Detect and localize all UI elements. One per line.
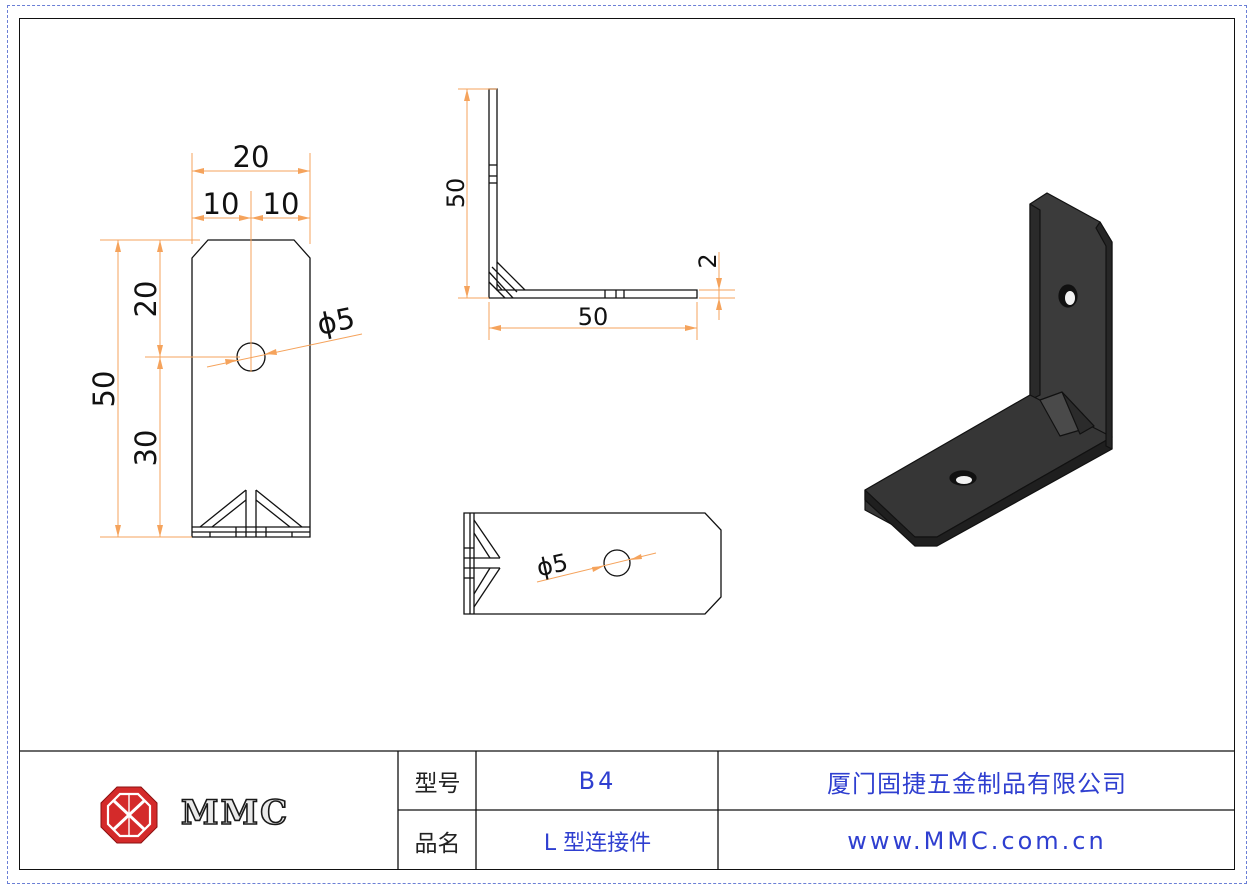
bottom-dimension-arrows <box>592 554 642 572</box>
dim-front-height: 50 <box>87 371 121 408</box>
front-dimension-arrows <box>115 168 310 537</box>
front-view: 20 10 10 50 20 30 ϕ5 <box>87 140 363 538</box>
dim-front-lower: 30 <box>129 430 163 467</box>
side-dimension-texts: 50 50 2 <box>442 178 722 331</box>
outer-dashed-border <box>7 5 1247 884</box>
side-dimension-arrows <box>464 89 722 331</box>
model-value: B4 <box>578 767 617 795</box>
mmc-logo <box>100 786 158 844</box>
product-name-value: L 型连接件 <box>543 830 652 856</box>
title-block-grid <box>19 750 1235 870</box>
dim-front-hole: ϕ5 <box>314 301 358 342</box>
dim-side-thickness: 2 <box>694 253 722 268</box>
isometric-view <box>864 192 1113 547</box>
dim-front-right-half: 10 <box>263 187 300 221</box>
dim-side-height: 50 <box>442 178 470 209</box>
bottom-mount-hole <box>603 549 631 577</box>
product-name-label: 品名 <box>414 830 461 857</box>
side-view: 50 50 2 <box>442 88 735 340</box>
drawing-frame <box>19 18 1235 870</box>
bottom-view-outline <box>463 512 722 615</box>
front-view-outline <box>191 239 311 538</box>
company-name: 厦门固捷五金制品有限公司 <box>827 769 1127 798</box>
dim-front-width: 20 <box>233 140 270 174</box>
mmc-logo-text: MMC <box>180 792 290 834</box>
dim-front-upper: 20 <box>129 281 163 318</box>
bottom-view: ϕ5 <box>463 512 722 615</box>
side-view-outline <box>488 88 698 299</box>
model-label: 型号 <box>414 771 461 797</box>
dim-side-length: 50 <box>578 303 609 331</box>
bottom-dimension-texts: ϕ5 <box>534 548 570 582</box>
company-website: www.MMC.com.cn <box>847 826 1107 855</box>
mmc-logo-mark <box>100 786 158 844</box>
front-dimension-texts: 20 10 10 50 20 30 ϕ5 <box>87 140 358 466</box>
dim-front-left-half: 10 <box>203 187 240 221</box>
dim-bottom-hole: ϕ5 <box>534 548 570 582</box>
